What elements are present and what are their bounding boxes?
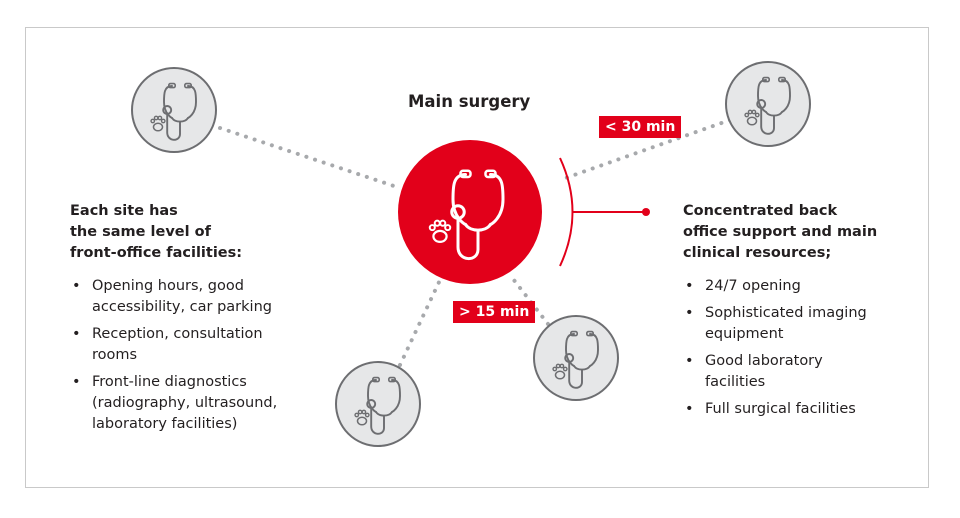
list-item-text: laboratory facilities) [92, 416, 238, 432]
satellite-bottom-right [533, 315, 619, 401]
left-heading: Each site has the same level of front-of… [70, 201, 242, 264]
diagram-frame [25, 27, 929, 488]
left-heading-line: Each site has [70, 203, 178, 219]
right-heading-line: office support and main [683, 224, 878, 240]
time-tag-left: > 15 min [453, 301, 536, 323]
list-item-text: 24/7 opening [705, 278, 801, 294]
main-surgery-node [398, 140, 542, 284]
connector-top-right [558, 118, 732, 182]
list-item: Good laboratory facilities [683, 351, 867, 393]
list-item-text: Reception, consultation [92, 326, 263, 342]
list-item: Sophisticated imaging equipment [683, 303, 867, 345]
list-item-text: equipment [705, 326, 784, 342]
left-heading-line: front-office facilities: [70, 245, 243, 261]
list-item-text: (radiography, ultrasound, [92, 395, 278, 411]
satellite-bottom-left [335, 361, 421, 447]
list-item-text: Front-line diagnostics [92, 374, 247, 390]
right-heading: Concentrated back office support and mai… [683, 201, 877, 264]
list-item-text: Sophisticated imaging [705, 305, 867, 321]
right-heading-line: Concentrated back [683, 203, 838, 219]
left-heading-line: the same level of [70, 224, 211, 240]
connector-lines [218, 118, 732, 367]
main-surgery-label: Main surgery [408, 92, 531, 111]
list-item-text: Full surgical facilities [705, 401, 856, 417]
bracket-arc [559, 157, 574, 267]
connector-bottom-left [398, 278, 442, 367]
list-item-text: accessibility, car parking [92, 299, 272, 315]
list-item-text: Good laboratory [705, 353, 823, 369]
satellite-top-left [131, 67, 217, 153]
satellite-top-right [725, 61, 811, 147]
left-bullet-list: Opening hours, good accessibility, car p… [70, 276, 277, 441]
right-heading-line: clinical resources; [683, 245, 832, 261]
pointer-dot [642, 208, 650, 216]
list-item-text: Opening hours, good [92, 278, 244, 294]
list-item: 24/7 opening [683, 276, 867, 297]
connector-bottom-right [508, 273, 550, 326]
list-item: Opening hours, good accessibility, car p… [70, 276, 277, 318]
list-item: Front-line diagnostics (radiography, ult… [70, 372, 277, 435]
time-tag-right: < 30 min [599, 116, 682, 138]
list-item-text: facilities [705, 374, 766, 390]
right-bullet-list: 24/7 opening Sophisticated imaging equip… [683, 276, 867, 426]
list-item: Full surgical facilities [683, 399, 867, 420]
connector-top-left [218, 126, 402, 190]
list-item: Reception, consultation rooms [70, 324, 277, 366]
list-item-text: rooms [92, 347, 138, 363]
